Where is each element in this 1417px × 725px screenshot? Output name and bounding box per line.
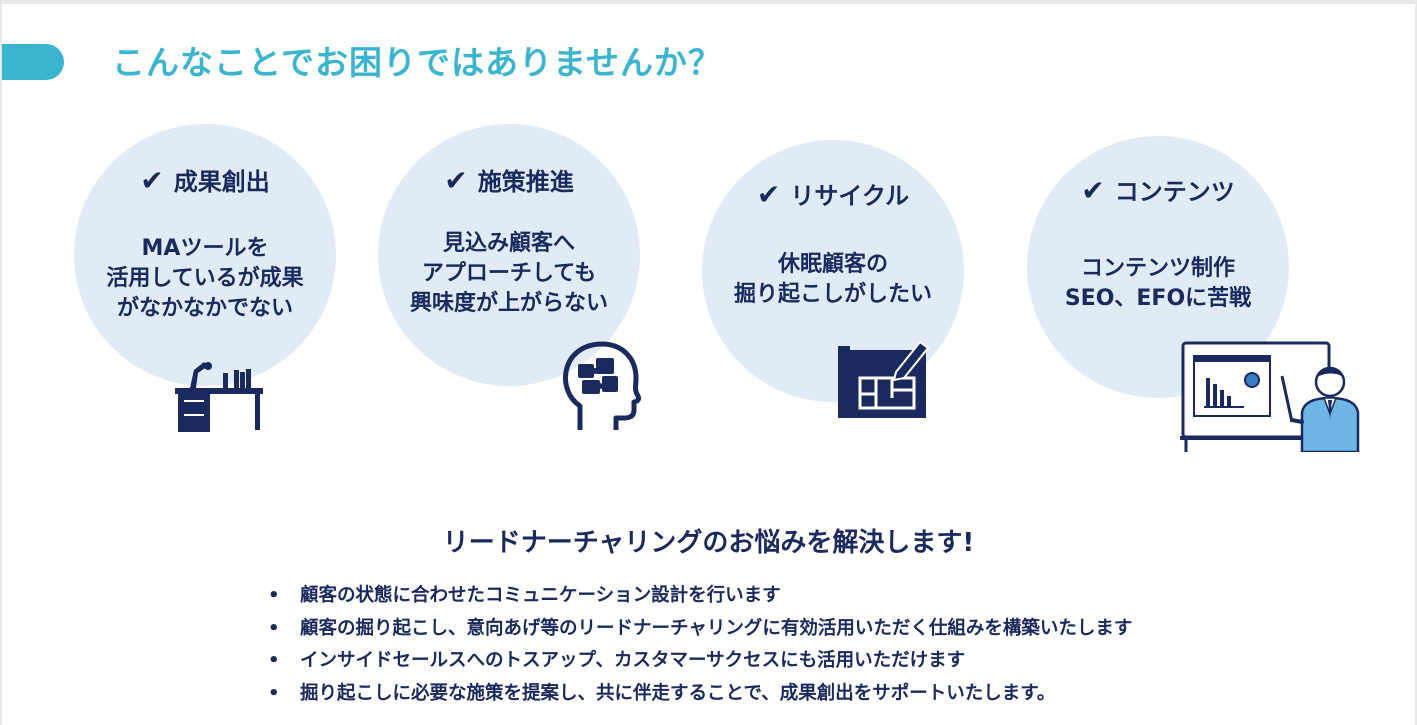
desk-icon [175,362,263,432]
list-item-text: 顧客の状態に合わせたコミュニケーション設計を行います [300,585,781,606]
page-title: こんなことでお困りではありませんか？ [112,43,723,82]
title-accent-bar [2,44,64,80]
card-category-label: 成果創出 [173,168,270,196]
desc-line: 見込み顧客へ [442,231,575,256]
bullet-icon: • [268,650,280,671]
bullet-icon: • [268,682,280,704]
desc-line: コンテンツ制作 [1080,256,1235,281]
card-category-label: 施策推進 [477,168,574,196]
head-puzzle-icon [563,341,641,430]
card-description: 休眠顧客の 掘り起こしがしたい [702,250,964,310]
list-item-text: 掘り起こしに必要な施策を提案し、共に伴走することで、成果創出をサポートいたします… [300,682,1056,704]
card-category: ✔ 成果創出 [74,162,336,197]
list-item-text: 顧客の掘り起こし、意向あげ等のリードナーチャリングに有効活用いただく仕組みを構築… [300,617,1133,639]
desc-line: MAツールを [141,236,269,261]
card-description: MAツールを 活用しているが成果 がなかなかでない [74,234,336,324]
list-item-text: インサイドセールスへのトスアップ、カスタマーサクセスにも活用いただけます [300,650,966,671]
bullet-icon: • [268,585,280,606]
check-icon: ✔ [444,164,468,197]
check-icon: ✔ [140,164,164,197]
check-icon: ✔ [756,178,781,211]
bullet-icon: • [268,617,280,639]
card-category-label: コンテンツ [1114,178,1235,206]
list-item: • インサイドセールスへのトスアップ、カスタマーサクセスにも活用いただけます [268,645,1132,678]
desc-line: アプローチしても [421,261,597,286]
solution-list: • 顧客の状態に合わせたコミュニケーション設計を行います • 顧客の掘り起こし、意向… [268,580,1132,710]
presenter-whiteboard-icon [1180,341,1360,452]
desc-line: SEO、EFOに苦戦 [1064,286,1252,311]
list-item: • 顧客の掘り起こし、意向あげ等のリードナーチャリングに有効活用いただく仕組みを構… [268,613,1132,646]
blueprint-pencil-icon [838,340,930,418]
slide: こんなことでお困りではありませんか？ ✔ 成果創出 MAツールを 活用しているが成… [2,4,1415,725]
desc-line: がなかなかでない [116,296,293,321]
card-category-label: リサイクル [790,182,910,210]
desc-line: 休眠顧客の [777,252,888,277]
desc-line: 掘り起こしがしたい [733,282,932,307]
desc-line: 興味度が上がらない [409,291,608,316]
card-category: ✔ コンテンツ [1027,172,1289,207]
card-category: ✔ 施策推進 [378,162,640,197]
solution-heading: リードナーチャリングのお悩みを解決します! [442,528,975,558]
list-item: • 顧客の状態に合わせたコミュニケーション設計を行います [268,580,1132,613]
card-description: コンテンツ制作 SEO、EFOに苦戦 [1027,254,1289,314]
card-seika: ✔ 成果創出 MAツールを 活用しているが成果 がなかなかでない [74,124,336,386]
check-icon: ✔ [1081,174,1105,207]
card-description: 見込み顧客へ アプローチしても 興味度が上がらない [378,229,640,319]
card-category: ✔ リサイクル [702,176,964,211]
desc-line: 活用しているが成果 [106,266,304,291]
list-item: • 掘り起こしに必要な施策を提案し、共に伴走することで、成果創出をサポートいたしま… [268,678,1132,711]
card-shisaku: ✔ 施策推進 見込み顧客へ アプローチしても 興味度が上がらない [378,124,640,386]
